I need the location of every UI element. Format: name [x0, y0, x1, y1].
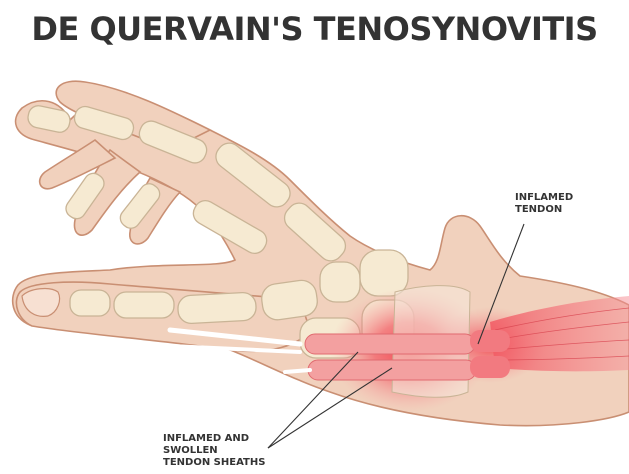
inflamed-sheaths-label-line-2: SWOLLEN [163, 445, 265, 457]
inflamed-sheaths-label-line-3: TENDON SHEATHS [163, 457, 265, 469]
inflamed-tendon-label-line-1: INFLAMED [515, 192, 573, 204]
inflamed-tendon-label: INFLAMED TENDON [515, 192, 573, 216]
inflamed-sheaths-label: INFLAMED AND SWOLLEN TENDON SHEATHS [163, 433, 265, 469]
inflamed-tendon-label-line-2: TENDON [515, 204, 573, 216]
inflamed-sheaths-label-line-1: INFLAMED AND [163, 433, 265, 445]
